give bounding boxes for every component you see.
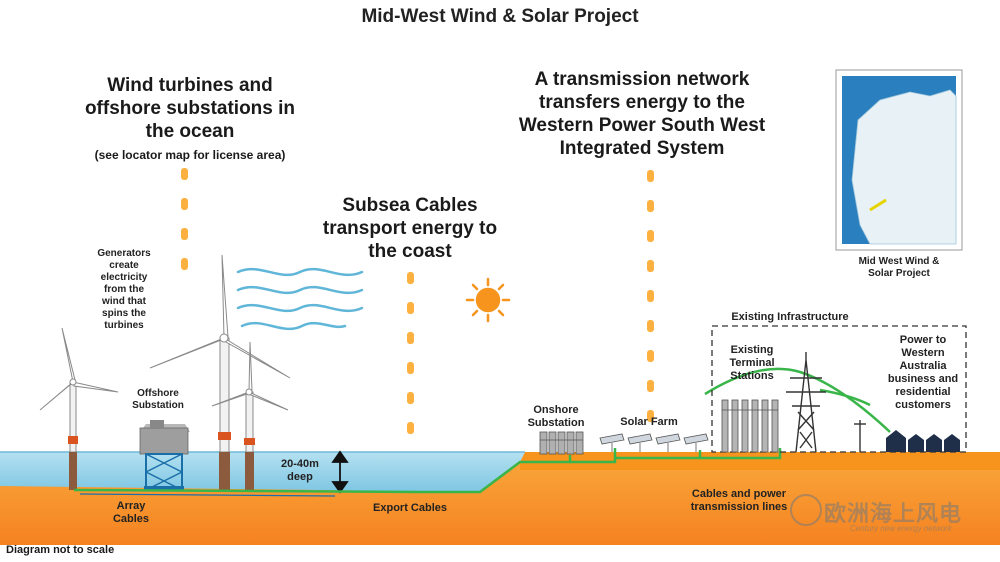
power-to-wa-label: Power to Western Australia business and … bbox=[878, 334, 968, 412]
label-line: Existing bbox=[730, 344, 774, 356]
label-line: Western bbox=[901, 347, 945, 359]
onshore-substation-icon bbox=[539, 431, 584, 455]
depth-label: 20-40m deep bbox=[268, 458, 332, 484]
locator-map bbox=[835, 69, 963, 251]
transmission-heading: A transmission network transfers energy … bbox=[482, 68, 802, 160]
label-line: business and bbox=[887, 373, 959, 385]
label-line: Onshore bbox=[533, 404, 579, 416]
cables-transmission-label: Cables and power transmission lines bbox=[664, 488, 814, 514]
array-cables-label: Array Cables bbox=[96, 500, 166, 526]
wind-lines-icon bbox=[236, 267, 364, 331]
solar-panels-icon bbox=[599, 433, 709, 452]
transmission-tower-icon bbox=[786, 352, 826, 453]
subsea-heading-line: Subsea Cables bbox=[342, 195, 478, 216]
wind-heading: Wind turbines and offshore substations i… bbox=[50, 74, 330, 143]
label-line: transmission lines bbox=[690, 501, 788, 513]
label-line: Terminal bbox=[729, 357, 775, 369]
label-line: Cables bbox=[112, 513, 150, 525]
cable-lines bbox=[73, 367, 891, 494]
label-line: Solar Project bbox=[868, 268, 930, 279]
label-line: Stations bbox=[730, 370, 774, 382]
label-line: create bbox=[109, 260, 139, 271]
label-line: Cables and power bbox=[691, 488, 787, 500]
transmission-heading-line: Integrated System bbox=[559, 138, 725, 159]
generators-label: Generators create electricity from the w… bbox=[76, 248, 172, 332]
label-line: deep bbox=[287, 471, 313, 483]
terminal-stations-label: Existing Terminal Stations bbox=[712, 344, 792, 383]
subsea-heading-line: the coast bbox=[368, 241, 452, 262]
watermark-subtext: Century new energy network bbox=[850, 524, 952, 533]
terminal-stations-icon bbox=[721, 399, 779, 453]
depth-arrow-icon bbox=[331, 450, 349, 494]
subsea-heading-line: transport energy to bbox=[322, 218, 498, 239]
wind-heading-line: the ocean bbox=[145, 121, 235, 142]
onshore-substation-label: Onshore Substation bbox=[516, 404, 596, 430]
label-line: residential bbox=[895, 386, 951, 398]
label-line: Australia bbox=[899, 360, 947, 372]
label-line: customers bbox=[895, 399, 951, 411]
wind-heading-line: Wind turbines and bbox=[107, 75, 273, 96]
label-line: Substation bbox=[132, 400, 184, 411]
offshore-substation-label: Offshore Substation bbox=[118, 388, 198, 412]
export-cables-label: Export Cables bbox=[373, 502, 447, 514]
label-line: from the bbox=[104, 284, 144, 295]
watermark-text: 欧洲海上风电 bbox=[824, 501, 963, 526]
label-line: wind that bbox=[102, 296, 146, 307]
wind-turbine-icon bbox=[39, 327, 119, 490]
sun-icon bbox=[465, 277, 511, 323]
sea bbox=[0, 452, 525, 492]
wind-turbine-icon bbox=[211, 341, 289, 490]
houses-icon bbox=[886, 430, 960, 452]
map-caption: Mid West Wind & Solar Project bbox=[836, 256, 962, 280]
label-line: electricity bbox=[100, 272, 148, 283]
label-line: Substation bbox=[527, 417, 585, 429]
wind-heading-line: offshore substations in bbox=[84, 98, 296, 119]
label-line: turbines bbox=[104, 320, 144, 331]
existing-infrastructure-label: Existing Infrastructure bbox=[731, 311, 849, 323]
label-line: Offshore bbox=[137, 388, 179, 399]
seabed-land bbox=[0, 458, 1000, 545]
power-pole-icon bbox=[854, 420, 866, 452]
label-line: Power to bbox=[899, 334, 947, 346]
label-line: spins the bbox=[102, 308, 146, 319]
solar-farm-label: Solar Farm bbox=[620, 416, 678, 428]
wind-turbine-icon bbox=[149, 254, 291, 492]
label-line: Generators bbox=[97, 248, 151, 259]
dotted-line-transmission bbox=[647, 170, 654, 422]
transmission-heading-line: transfers energy to the bbox=[539, 92, 745, 113]
watermark-logo-icon bbox=[790, 494, 822, 526]
dotted-line-wind bbox=[181, 168, 188, 270]
label-line: 20-40m bbox=[281, 458, 319, 470]
label-line: Array bbox=[116, 500, 146, 512]
subsea-heading: Subsea Cables transport energy to the co… bbox=[285, 194, 535, 263]
label-line: Mid West Wind & bbox=[858, 256, 940, 267]
coast-land-top bbox=[520, 452, 1000, 470]
transmission-heading-line: Western Power South West bbox=[518, 115, 766, 136]
diagram-title: Mid-West Wind & Solar Project bbox=[361, 6, 639, 27]
dotted-line-subsea bbox=[407, 272, 414, 434]
wind-note: (see locator map for license area) bbox=[94, 148, 286, 162]
offshore-substation-icon bbox=[139, 420, 190, 491]
scale-note: Diagram not to scale bbox=[6, 544, 115, 556]
transmission-heading-line: A transmission network bbox=[534, 69, 750, 90]
